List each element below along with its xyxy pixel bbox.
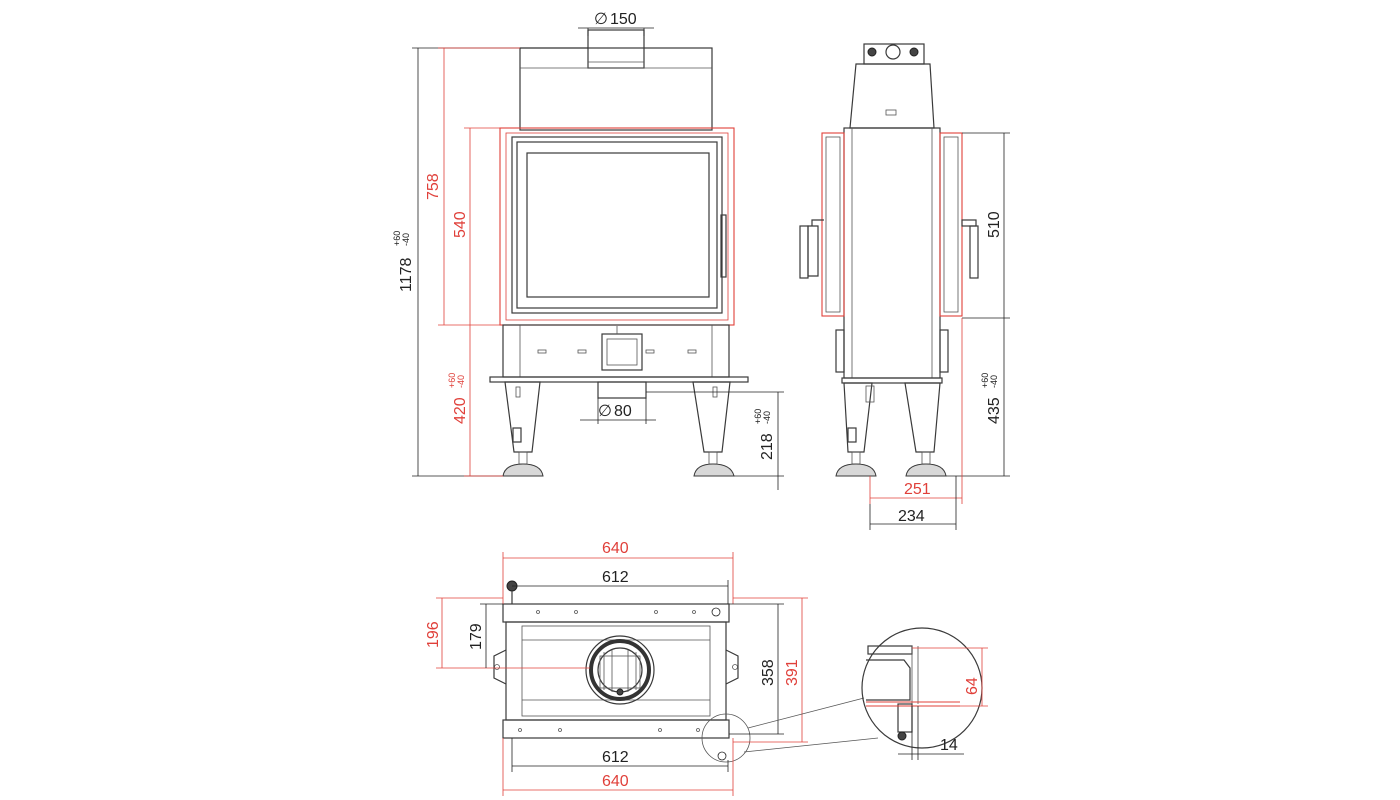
top-dimensions: 640 612 196 179 358 391 612 640 xyxy=(425,540,808,796)
leg-left xyxy=(504,381,541,453)
foot-right xyxy=(693,463,735,477)
label-total-height-tol-plus: +60 xyxy=(392,231,402,246)
air-control-box xyxy=(601,333,643,371)
label-leg-height-tol-plus: +60 xyxy=(447,373,457,388)
detail-view: 64 14 xyxy=(743,627,988,760)
bottom-knob xyxy=(717,751,727,761)
leg-right xyxy=(692,381,731,453)
label-offset-red: 196 xyxy=(425,621,442,648)
frame-outline-red xyxy=(499,127,735,326)
air-inlet xyxy=(597,381,647,399)
label-frame-width-top: 640 xyxy=(602,540,629,557)
door-glass xyxy=(526,152,710,298)
side-handle-right xyxy=(969,225,979,279)
label-total-height: 1178 xyxy=(398,257,415,292)
label-base-height: 435 xyxy=(986,397,1003,424)
label-inner-width-bottom: 612 xyxy=(602,749,629,766)
side-leg-left xyxy=(843,382,873,453)
front-dimensions: ∅ 150 1178 +60 -40 758 540 420 +60 -40 ∅… xyxy=(392,11,784,490)
front-view xyxy=(489,29,749,477)
side-foot-left xyxy=(835,463,877,477)
top-lug-left xyxy=(493,649,507,685)
label-detail-64: 64 xyxy=(964,677,981,695)
label-inner-width-top: 612 xyxy=(602,569,629,586)
label-inlet-height-tol-minus: -40 xyxy=(762,411,772,424)
label-leg-height: 420 xyxy=(452,397,469,424)
side-foot-right xyxy=(905,463,947,477)
label-depth-358: 358 xyxy=(760,659,777,686)
lower-housing xyxy=(502,324,730,378)
label-diameter-symbol-150: ∅ xyxy=(594,11,608,28)
door-handle xyxy=(720,214,727,278)
label-depth-black: 234 xyxy=(898,508,925,525)
label-inlet-diameter: 80 xyxy=(614,403,632,420)
label-depth-391: 391 xyxy=(784,659,801,686)
label-leg-height-tol-minus: -40 xyxy=(456,375,466,388)
label-base-height-tol-minus: -40 xyxy=(989,375,999,388)
top-lug-right xyxy=(725,649,739,685)
label-frame-width-bottom: 640 xyxy=(602,773,629,790)
side-frame-left xyxy=(821,132,845,317)
base-plate xyxy=(489,376,749,383)
convection-housing xyxy=(519,47,713,131)
label-depth-red: 251 xyxy=(904,481,931,498)
side-view xyxy=(799,43,979,477)
side-convection-housing xyxy=(849,63,935,129)
label-inlet-height: 218 xyxy=(759,433,776,460)
label-flue-diameter: 150 xyxy=(610,11,637,28)
label-base-height-tol-plus: +60 xyxy=(980,373,990,388)
label-inlet-height-tol-plus: +60 xyxy=(753,409,763,424)
detail-marker-circle xyxy=(701,713,751,763)
label-body-height: 758 xyxy=(425,173,442,200)
label-door-height: 510 xyxy=(986,211,1003,238)
top-flue-ring xyxy=(585,635,655,705)
label-detail-14: 14 xyxy=(940,737,958,754)
label-diameter-symbol-80: ∅ xyxy=(598,403,612,420)
side-dimensions: 510 435 +60 -40 251 234 xyxy=(869,132,1010,530)
label-offset-black: 179 xyxy=(468,623,485,650)
side-body xyxy=(843,127,941,379)
label-glass-height: 540 xyxy=(452,211,469,238)
top-rear-frame xyxy=(502,719,730,739)
side-leg-right xyxy=(904,382,941,453)
door xyxy=(511,136,723,314)
label-total-height-tol-minus: -40 xyxy=(401,233,411,246)
side-frame-right xyxy=(939,132,963,317)
top-view xyxy=(493,580,751,763)
foot-left xyxy=(502,463,544,477)
